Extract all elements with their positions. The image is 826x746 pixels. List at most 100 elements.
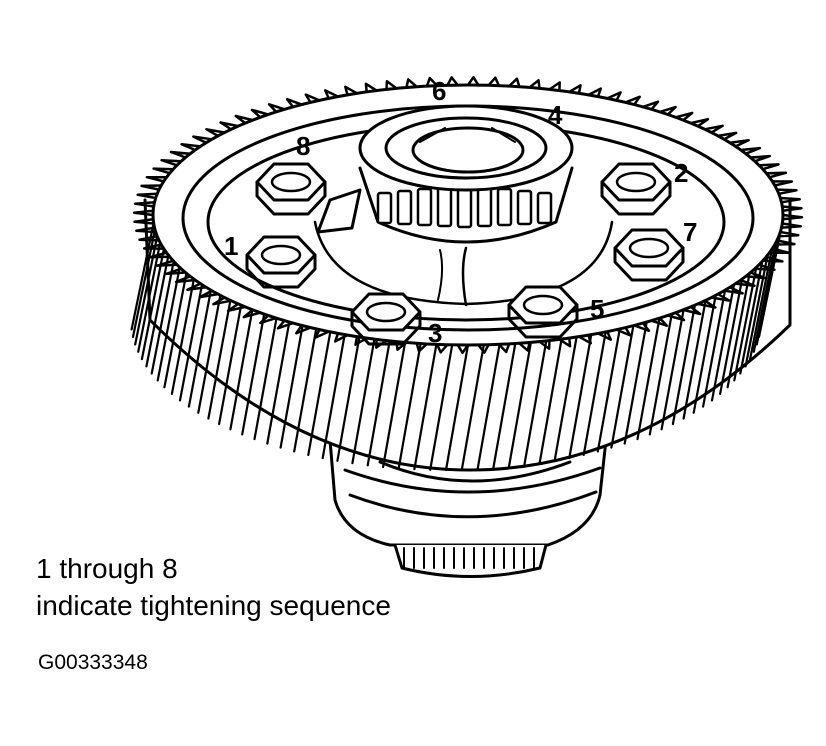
bolt-washer — [365, 301, 407, 323]
helical-tooth-line — [137, 241, 162, 353]
bolt-label-5: 5 — [590, 294, 604, 324]
figure-id: G00333348 — [38, 651, 148, 674]
bearing-roller — [496, 187, 513, 227]
helical-tooth-line — [266, 321, 291, 445]
helical-tooth-line — [660, 308, 685, 431]
rim-tooth-outline — [132, 75, 804, 355]
bearing-roller — [516, 189, 533, 226]
bearing-roller — [396, 189, 413, 226]
helical-tooth-line — [636, 317, 661, 441]
bolt-head — [245, 235, 317, 275]
helical-tooth-line — [293, 327, 318, 453]
helical-tooth-line — [568, 333, 593, 460]
helical-tooth-line — [596, 327, 621, 453]
helical-tooth-line — [197, 294, 222, 414]
bolt-label-6: 6 — [432, 76, 446, 106]
helical-tooth-line — [492, 342, 517, 470]
helical-tooth-line — [170, 278, 195, 395]
bolt-washer — [615, 171, 657, 193]
bolt-label-4: 4 — [548, 100, 563, 130]
helical-tooth-line — [156, 266, 181, 382]
bolt-head — [255, 162, 327, 202]
helical-tooth-line — [444, 343, 470, 472]
helical-tooth-line — [744, 254, 769, 368]
helical-tooth-line — [321, 333, 346, 460]
helical-tooth-line — [229, 308, 254, 431]
bolt-washer — [628, 237, 670, 259]
bolt-label-7: 7 — [683, 217, 697, 247]
gear-rim-teeth — [132, 75, 804, 355]
bolt-label-1: 1 — [224, 231, 238, 261]
helical-tooth-line — [726, 272, 751, 389]
helical-tooth-line — [682, 299, 707, 420]
helical-tooth-line — [460, 343, 485, 471]
bolt-label-2: 2 — [674, 158, 688, 188]
helical-tooth-line — [307, 330, 332, 456]
bearing-roller — [476, 185, 493, 228]
helical-tooth-line — [413, 343, 438, 471]
gear-helical-teeth — [130, 222, 784, 472]
bolt-washer — [270, 171, 312, 193]
helical-tooth-line — [351, 338, 376, 465]
case-flange — [316, 188, 468, 307]
helical-tooth-line — [187, 289, 212, 408]
helical-tooth-line — [382, 341, 407, 469]
helical-tooth-line — [279, 324, 304, 449]
output-spline — [403, 547, 535, 569]
bolt-flank — [507, 303, 579, 339]
helical-tooth-line — [507, 341, 533, 469]
helical-tooth-line — [218, 304, 243, 426]
helical-tooth-line — [163, 272, 188, 389]
helical-tooth-line — [336, 335, 361, 462]
helical-tooth-line — [671, 304, 697, 426]
bearing-roller — [416, 187, 433, 227]
helical-tooth-line — [366, 339, 391, 467]
helical-tooth-line — [523, 339, 548, 467]
helical-tooth-line — [610, 324, 635, 449]
tightening-sequence-labels: 1 2 3 4 5 6 7 8 — [224, 76, 697, 348]
bolt-head — [350, 292, 422, 332]
bolt-head — [600, 162, 672, 202]
helical-tooth-line — [150, 260, 175, 375]
helical-tooth-line — [145, 254, 170, 368]
helical-tooth-line — [253, 317, 278, 441]
helical-tooth-line — [718, 278, 744, 395]
helical-tooth-line — [648, 313, 673, 436]
helical-tooth-line — [429, 343, 454, 471]
helical-tooth-line — [755, 235, 780, 346]
helical-tooth-line — [582, 330, 607, 456]
bearing-rollers — [376, 183, 553, 229]
bolt-label-8: 8 — [296, 131, 310, 161]
helical-tooth-line — [140, 247, 165, 361]
helical-tooth-line — [397, 342, 422, 470]
bearing-bore — [411, 126, 525, 174]
helical-tooth-line — [241, 313, 266, 436]
bolt-head — [613, 228, 685, 268]
caption-line-1: 1 through 8 — [36, 553, 178, 584]
helical-tooth-line — [178, 283, 204, 402]
helical-tooth-line — [701, 289, 727, 408]
bolt-label-3: 3 — [428, 318, 442, 348]
bolt-flank — [613, 246, 685, 282]
bolt-flank — [245, 253, 317, 289]
bearing-roller — [536, 191, 553, 225]
helical-tooth-line — [739, 260, 764, 375]
bearing-roller — [376, 191, 393, 225]
bearing-roller — [436, 185, 453, 228]
helical-tooth-line — [207, 299, 232, 420]
bolt-flank — [255, 180, 327, 216]
tapered-roller-bearing — [358, 104, 574, 244]
helical-tooth-line — [692, 294, 717, 414]
bolt-flank — [600, 180, 672, 216]
bolt-washer — [260, 244, 302, 266]
helical-tooth-line — [553, 335, 578, 462]
bolt-group — [245, 162, 685, 346]
helical-tooth-line — [710, 283, 736, 402]
helical-tooth-line — [476, 343, 501, 471]
helical-tooth-line — [134, 235, 159, 346]
bolt-head — [507, 285, 579, 325]
caption-line-2: indicate tightening sequence — [36, 590, 391, 621]
bolt-washer — [522, 294, 564, 316]
bolt-flank — [350, 310, 422, 346]
